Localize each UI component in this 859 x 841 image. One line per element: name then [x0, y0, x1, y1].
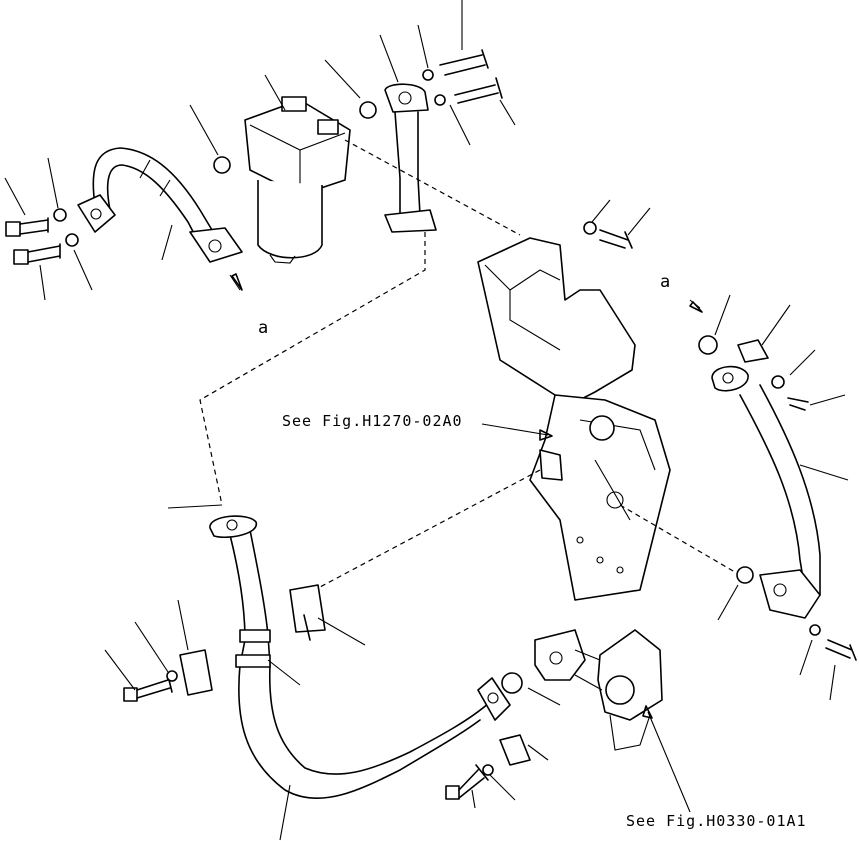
filter-housing	[244, 96, 351, 264]
upper-leader-lines	[379, 0, 516, 146]
upper-bolts	[422, 49, 503, 106]
marker-label-right: a	[660, 272, 672, 292]
reference-label-top: See Fig.H1270-02A0	[282, 412, 463, 430]
upper-vertical-pipe	[384, 83, 437, 233]
bottom-pump-block	[501, 629, 663, 751]
upper-left-lower-flange	[189, 227, 243, 263]
center-bolt	[583, 199, 651, 249]
upper-left-flange-fitting	[77, 194, 116, 233]
filter-leader-lines	[264, 59, 377, 119]
marker-label-left: a	[258, 318, 270, 338]
upper-left-bolts	[5, 208, 79, 265]
upper-left-leader-lines	[4, 104, 243, 301]
center-bracket	[477, 237, 671, 601]
right-leader-lines	[689, 294, 849, 701]
upper-left-hose	[92, 147, 216, 246]
bottom-clamps	[179, 584, 531, 766]
right-hose-parts	[698, 335, 857, 661]
bottom-bolts	[123, 670, 494, 800]
right-hose	[711, 365, 821, 619]
reference-leader-lines	[481, 423, 691, 813]
upper-left-o-ring	[213, 156, 231, 174]
reference-label-bottom: See Fig.H0330-01A1	[626, 812, 807, 830]
bottom-hose	[209, 515, 511, 799]
bottom-leader-lines	[104, 504, 561, 841]
